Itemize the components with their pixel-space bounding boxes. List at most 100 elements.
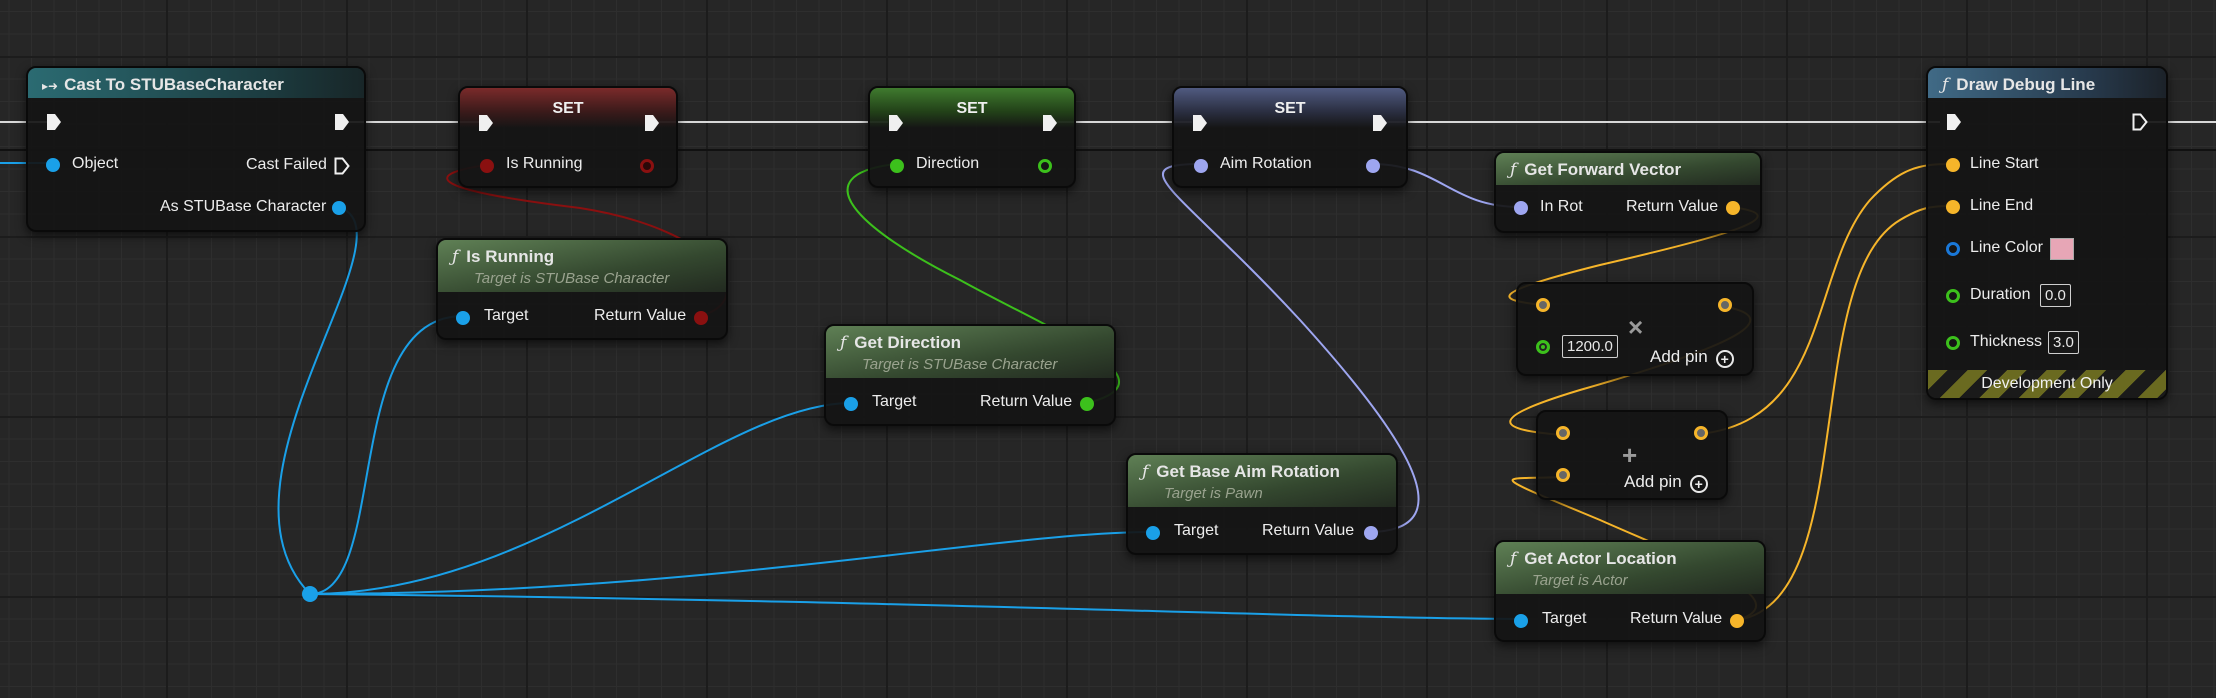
actor-loc-target-pin[interactable]: [1514, 614, 1528, 628]
line-color-swatch[interactable]: [2050, 238, 2074, 260]
add-node[interactable]: + Add pin+: [1536, 410, 1728, 500]
draw-line-end-label: Line End: [1970, 197, 2034, 214]
cast-node[interactable]: ▸➜ Cast To STUBaseCharacter Object Cast F…: [26, 66, 366, 232]
get-direction-node[interactable]: ƒ Get Direction Target is STUBase Charact…: [824, 324, 1116, 426]
function-icon: ƒ: [1142, 462, 1149, 482]
actor-loc-node[interactable]: ƒ Get Actor Location Target is Actor Targ…: [1494, 540, 1766, 642]
draw-title: Draw Debug Line: [1956, 75, 2096, 94]
set-running-exec-in-pin[interactable]: [478, 114, 494, 132]
actor-loc-title: Get Actor Location: [1524, 549, 1677, 568]
set-direction-exec-in-pin[interactable]: [888, 114, 904, 132]
reroute-knot[interactable]: [302, 586, 318, 602]
wire-reroute-to-actorloc: [309, 593, 1519, 620]
forward-in-pin[interactable]: [1514, 201, 1528, 215]
set-running-node[interactable]: SET Is Running: [458, 86, 678, 188]
plus-icon: +: [1715, 350, 1734, 368]
cast-title: Cast To STUBaseCharacter: [64, 75, 284, 94]
multiply-output-pin[interactable]: [1718, 298, 1732, 312]
draw-line-color-pin[interactable]: [1946, 242, 1960, 256]
cast-exec-in-pin[interactable]: [46, 113, 62, 131]
set-aim-output-pin[interactable]: [1366, 159, 1380, 173]
actor-loc-header: ƒ Get Actor Location Target is Actor: [1496, 542, 1764, 594]
get-aim-title: Get Base Aim Rotation: [1156, 462, 1340, 481]
forward-return-pin[interactable]: [1726, 201, 1740, 215]
draw-exec-out-pin[interactable]: [2132, 113, 2148, 131]
set-running-header: SET: [460, 88, 676, 128]
set-aim-label: Aim Rotation: [1220, 155, 1312, 172]
draw-line-end-pin[interactable]: [1946, 200, 1960, 214]
multiply-value-field[interactable]: 1200.0: [1562, 335, 1618, 358]
get-direction-target-pin[interactable]: [844, 397, 858, 411]
add-add-pin-button[interactable]: Add pin+: [1624, 472, 1708, 493]
duration-value-field[interactable]: 0.0: [2040, 284, 2071, 307]
add-input-a-pin[interactable]: [1556, 426, 1570, 440]
get-direction-title: Get Direction: [854, 333, 962, 352]
cast-header: ▸➜ Cast To STUBaseCharacter: [28, 68, 364, 98]
cast-failed-label: Cast Failed: [246, 156, 327, 173]
get-direction-target-label: Target: [872, 393, 917, 410]
get-aim-return-label: Return Value: [1262, 522, 1355, 539]
thickness-value-field[interactable]: 3.0: [2048, 331, 2079, 354]
set-aim-input-pin[interactable]: [1194, 159, 1208, 173]
set-running-label: Is Running: [506, 155, 583, 172]
function-icon: ƒ: [1510, 549, 1517, 569]
set-aim-node[interactable]: SET Aim Rotation: [1172, 86, 1408, 188]
multiply-input-a-pin[interactable]: [1536, 298, 1550, 312]
set-aim-exec-out-pin[interactable]: [1372, 114, 1388, 132]
set-direction-output-pin[interactable]: [1038, 159, 1052, 173]
set-running-input-pin[interactable]: [480, 159, 494, 173]
is-running-return-pin[interactable]: [694, 311, 708, 325]
draw-line-start-pin[interactable]: [1946, 158, 1960, 172]
set-running-exec-out-pin[interactable]: [644, 114, 660, 132]
multiply-input-b-pin[interactable]: [1536, 340, 1550, 354]
actor-loc-return-pin[interactable]: [1730, 614, 1744, 628]
is-running-title: Is Running: [466, 247, 555, 266]
cast-object-pin[interactable]: [46, 158, 60, 172]
development-only-banner: Development Only: [1928, 370, 2166, 398]
multiply-add-pin-button[interactable]: Add pin+: [1650, 347, 1734, 368]
get-aim-target-label: Target: [1174, 522, 1219, 539]
get-aim-return-pin[interactable]: [1364, 526, 1378, 540]
set-aim-exec-in-pin[interactable]: [1192, 114, 1208, 132]
draw-thickness-pin[interactable]: [1946, 336, 1960, 350]
plus-icon: +: [1689, 475, 1708, 493]
set-running-output-pin[interactable]: [640, 159, 654, 173]
get-aim-target-pin[interactable]: [1146, 526, 1160, 540]
add-output-pin[interactable]: [1694, 426, 1708, 440]
wire-reroute-to-getdirection: [309, 402, 851, 595]
set-direction-input-pin[interactable]: [890, 159, 904, 173]
set-direction-label: Direction: [916, 155, 980, 172]
is-running-target-pin[interactable]: [456, 311, 470, 325]
cast-exec-out-pin[interactable]: [334, 113, 350, 131]
draw-exec-in-pin[interactable]: [1946, 113, 1962, 131]
set-direction-node[interactable]: SET Direction: [868, 86, 1076, 188]
get-direction-return-pin[interactable]: [1080, 397, 1094, 411]
wire-as-to-reroute: [277, 206, 358, 595]
draw-duration-pin[interactable]: [1946, 289, 1960, 303]
actor-loc-subtitle: Target is Actor: [1532, 572, 1628, 589]
cast-arrow-icon: ▸➜: [42, 79, 59, 93]
actor-loc-target-label: Target: [1542, 610, 1587, 627]
cast-as-label: As STUBase Character: [160, 198, 327, 215]
wire-reroute-to-isrunning: [309, 315, 463, 595]
get-direction-header: ƒ Get Direction Target is STUBase Charact…: [826, 326, 1114, 378]
get-direction-subtitle: Target is STUBase Character: [862, 356, 1058, 373]
get-aim-node[interactable]: ƒ Get Base Aim Rotation Target is Pawn Ta…: [1126, 453, 1398, 555]
draw-duration-label: Duration: [1970, 286, 2031, 303]
cast-failed-pin[interactable]: [334, 157, 350, 175]
function-icon: ƒ: [1942, 75, 1949, 95]
wire-reroute-to-getaim: [309, 531, 1153, 595]
cast-as-pin[interactable]: [332, 201, 346, 215]
get-aim-subtitle: Target is Pawn: [1164, 485, 1263, 502]
function-icon: ƒ: [840, 333, 847, 353]
set-direction-exec-out-pin[interactable]: [1042, 114, 1058, 132]
set-aim-header: SET: [1174, 88, 1406, 128]
cast-object-label: Object: [72, 155, 119, 172]
add-input-b-pin[interactable]: [1556, 468, 1570, 482]
multiply-node[interactable]: × 1200.0 Add pin+: [1516, 282, 1754, 376]
